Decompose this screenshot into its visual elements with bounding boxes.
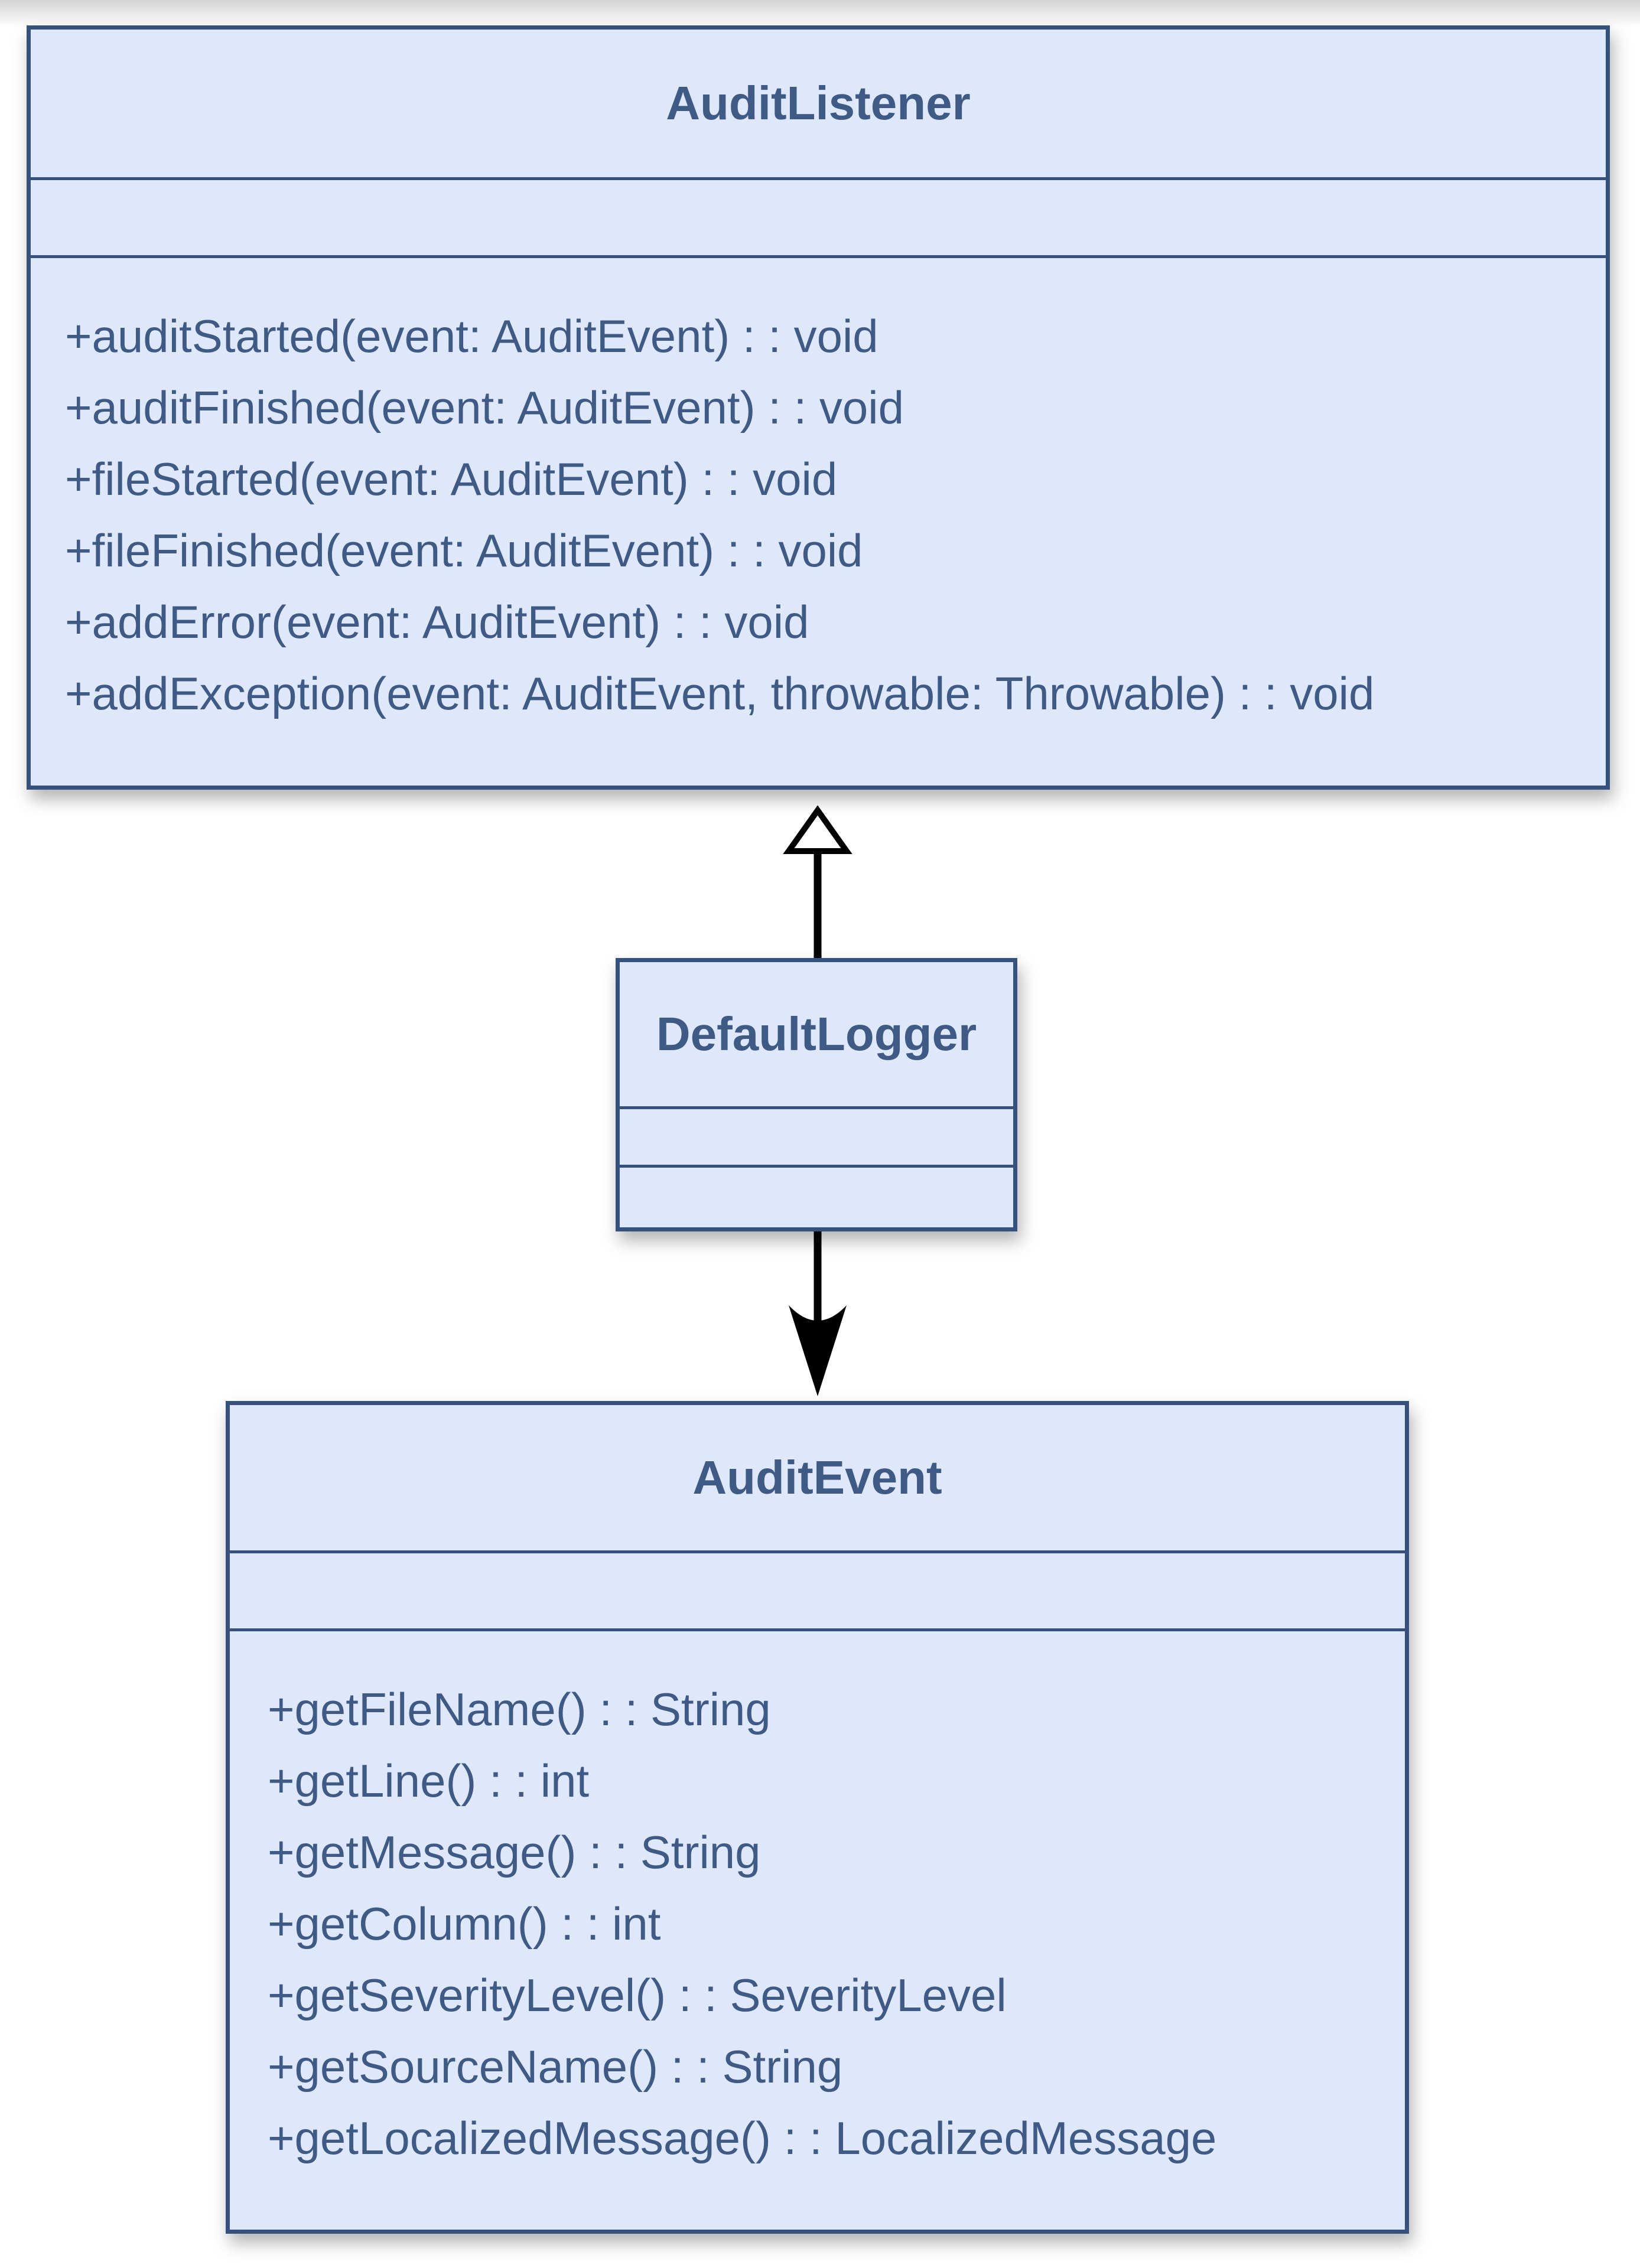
class-title-auditevent: AuditEvent: [230, 1405, 1405, 1553]
method-signature: +getLocalizedMessage() : : LocalizedMess…: [268, 2112, 1217, 2164]
method-signature: +getSourceName() : : String: [268, 2041, 843, 2093]
attributes-compartment-auditevent: [230, 1553, 1405, 1631]
method-signature: +getMessage() : : String: [268, 1826, 761, 1878]
class-name-label: DefaultLogger: [656, 1008, 977, 1060]
method-signature: +addException(event: AuditEvent, throwab…: [65, 667, 1375, 719]
method-signature: +getFileName() : : String: [268, 1683, 771, 1735]
page-top-shadow: [0, 0, 1640, 27]
attributes-compartment-auditlistener: [31, 180, 1606, 258]
methods-compartment-auditevent: +getFileName() : : String +getLine() : : …: [230, 1631, 1405, 2230]
method-signature: +addError(event: AuditEvent) : : void: [65, 596, 809, 648]
method-signature: +getSeverityLevel() : : SeverityLevel: [268, 1969, 1007, 2021]
method-signature: +fileFinished(event: AuditEvent) : : voi…: [65, 524, 863, 576]
method-signature: +auditStarted(event: AuditEvent) : : voi…: [65, 310, 878, 362]
generalization-arrow: [783, 805, 852, 958]
methods-compartment-auditlistener: +auditStarted(event: AuditEvent) : : voi…: [31, 258, 1606, 786]
methods-compartment-defaultlogger: [620, 1168, 1013, 1227]
attributes-compartment-defaultlogger: [620, 1109, 1013, 1168]
method-signature: +fileStarted(event: AuditEvent) : : void: [65, 453, 838, 505]
method-signature: +getColumn() : : int: [268, 1898, 661, 1950]
class-name-label: AuditEvent: [692, 1451, 942, 1504]
class-box-auditevent: AuditEvent +getFileName() : : String+get…: [226, 1401, 1409, 2234]
class-box-defaultlogger: DefaultLogger: [616, 958, 1017, 1231]
method-signature: +getLine() : : int: [268, 1755, 590, 1807]
class-title-auditlistener: AuditListener: [31, 30, 1606, 180]
class-title-defaultlogger: DefaultLogger: [620, 962, 1013, 1109]
class-box-auditlistener: AuditListener +auditStarted(event: Audit…: [27, 25, 1610, 790]
class-name-label: AuditListener: [666, 77, 971, 129]
method-signature: +auditFinished(event: AuditEvent) : : vo…: [65, 382, 904, 434]
association-arrow: [789, 1231, 847, 1396]
